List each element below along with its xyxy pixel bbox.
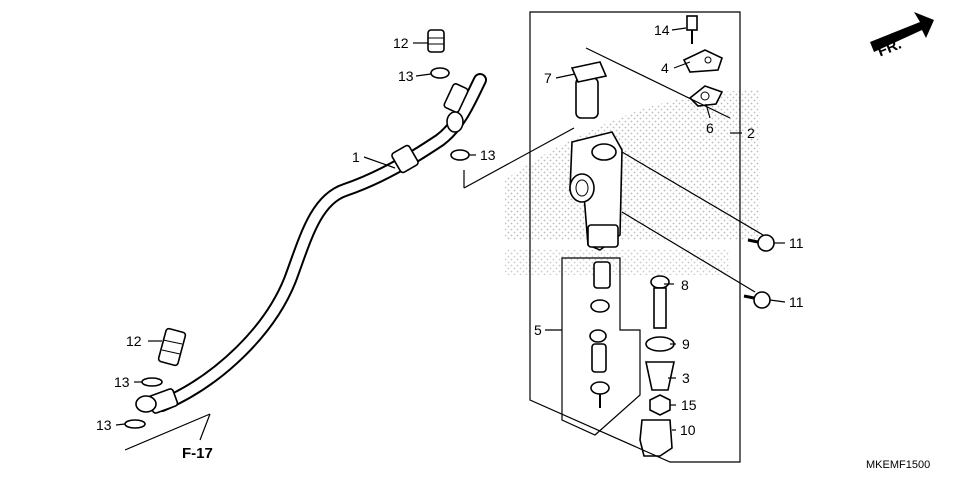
sealing-washer-3 (141, 377, 163, 387)
part-number-11-upper: 11 (789, 235, 804, 251)
part-number-13-a: 13 (398, 68, 414, 84)
reservoir-cap-bolt (686, 15, 698, 44)
part-number-12-upper: 12 (393, 35, 409, 51)
background-shading (505, 90, 760, 275)
mounting-bolts (743, 234, 775, 309)
banjo-bolt-lower (157, 327, 187, 367)
sealing-washer-4 (124, 419, 146, 429)
part-number-7: 7 (544, 70, 552, 86)
reference-label: F-17 (182, 445, 213, 462)
part-number-11-lower: 11 (789, 294, 804, 310)
joint-plate (682, 49, 723, 73)
part-number-14: 14 (654, 22, 670, 38)
banjo-bolt-upper (427, 29, 445, 53)
lock-nut (649, 394, 671, 416)
part-number-2: 2 (747, 125, 755, 141)
part-number-4: 4 (661, 60, 669, 76)
part-number-3: 3 (682, 370, 690, 386)
brake-hose (135, 73, 487, 414)
sealing-washer-1 (430, 67, 450, 79)
part-number-9: 9 (682, 336, 690, 352)
boot-retainer (645, 336, 675, 352)
diagram-code: MKEMF1500 (866, 459, 930, 471)
part-number-13-c: 13 (114, 374, 130, 390)
sealing-washer-2 (450, 149, 470, 161)
master-cylinder-body (569, 131, 623, 251)
part-number-8: 8 (681, 277, 689, 293)
reservoir-joint (570, 61, 608, 119)
piston-boot (645, 361, 675, 391)
clevis (639, 419, 673, 457)
assembly-bracket (529, 11, 741, 463)
push-rod (650, 275, 670, 329)
part-number-1: 1 (352, 149, 360, 165)
part-number-6: 6 (706, 120, 714, 136)
part-number-5: 5 (534, 322, 542, 338)
piston-set (589, 261, 611, 408)
front-direction-arrow: FR. (870, 12, 934, 60)
o-ring-6 (688, 85, 724, 107)
part-number-13-b: 13 (480, 147, 496, 163)
part-number-15: 15 (681, 397, 697, 413)
piston-bracket (561, 257, 641, 436)
part-number-13-d: 13 (96, 417, 112, 433)
leader-lines (115, 27, 786, 451)
part-number-12-lower: 12 (126, 333, 142, 349)
part-number-10: 10 (680, 422, 696, 438)
